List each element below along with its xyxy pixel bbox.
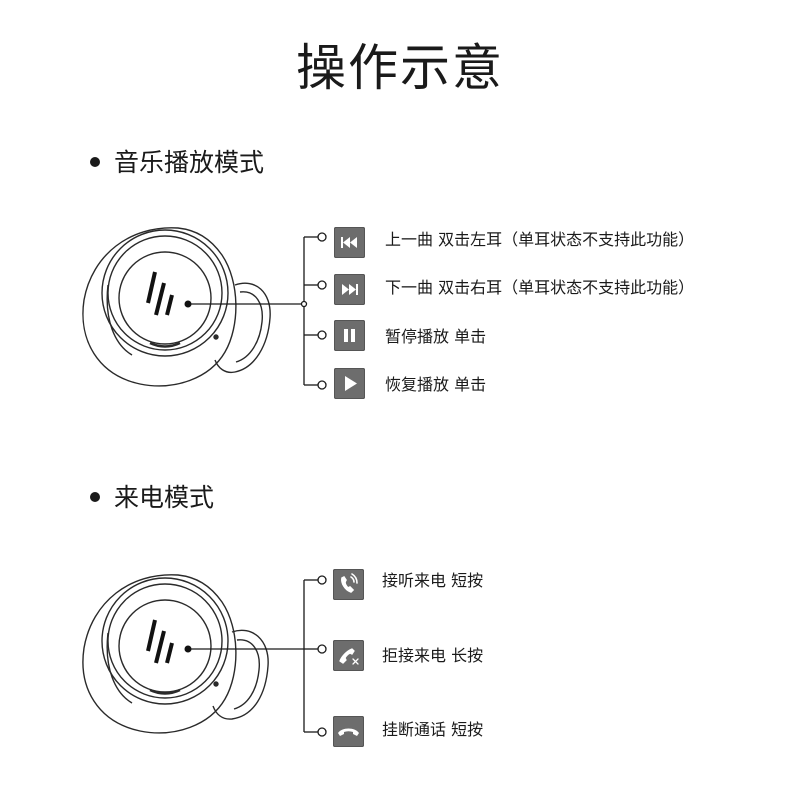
page-title: 操作示意: [296, 39, 504, 97]
reject-call-icon: [333, 640, 364, 671]
row-label-play: 恢复播放 单击: [385, 375, 487, 394]
row-label-previous: 上一曲 双击左耳（单耳状态不支持此功能）: [385, 230, 695, 249]
music-mode-title: 音乐播放模式: [114, 148, 265, 177]
bullet-dot: [90, 157, 100, 167]
row-label-next: 下一曲 双击右耳（单耳状态不支持此功能）: [385, 278, 695, 297]
row-label-answer: 接听来电 短按: [382, 571, 484, 590]
earbud-illustration-call: [82, 574, 269, 734]
answer-call-icon: [333, 569, 364, 600]
call-mode-title: 来电模式: [114, 483, 215, 512]
bullet-dot: [90, 492, 100, 502]
next-track-icon: [334, 274, 365, 305]
row-label-pause: 暂停播放 单击: [385, 327, 487, 346]
call-mode-heading: 来电模式: [90, 478, 214, 514]
music-mode-heading: 音乐播放模式: [90, 143, 264, 179]
pause-icon: [334, 320, 365, 351]
play-icon: [334, 368, 365, 399]
earbud-illustration-music: [82, 227, 271, 387]
row-label-hangup: 挂断通话 短按: [382, 720, 484, 739]
row-label-reject: 拒接来电 长按: [382, 646, 484, 665]
previous-track-icon: [334, 227, 365, 258]
hang-up-icon: [333, 716, 364, 747]
